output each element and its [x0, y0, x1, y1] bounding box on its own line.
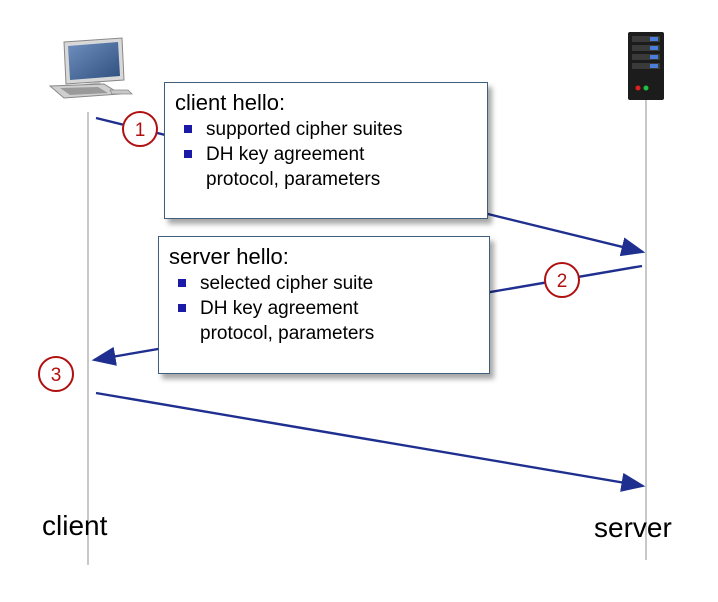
client-hello-title: client hello: — [175, 90, 286, 115]
bullet-icon — [178, 279, 186, 287]
server-hello-box: server hello: selected cipher suite DH k… — [158, 236, 490, 374]
server-hello-item: DH key agreement — [169, 296, 479, 321]
server-label: server — [594, 512, 672, 543]
step-3-badge: 3 — [38, 356, 74, 392]
client-label: client — [42, 510, 108, 541]
client-hello-item: DH key agreement — [175, 142, 477, 167]
server-hello-item-continued: protocol, parameters — [200, 323, 375, 344]
server-hello-title: server hello: — [169, 244, 289, 269]
step-1-badge: 1 — [122, 111, 158, 147]
server-tower-icon — [628, 32, 664, 100]
bullet-icon — [184, 125, 192, 133]
client-hello-list: supported cipher suites DH key agreement… — [175, 117, 477, 192]
client-hello-item-continued: protocol, parameters — [206, 169, 381, 190]
bullet-icon — [178, 304, 186, 312]
client-hello-item: supported cipher suites — [175, 117, 477, 142]
server-hello-item: selected cipher suite — [169, 271, 479, 296]
bullet-icon — [184, 150, 192, 158]
client-hello-box: client hello: supported cipher suites DH… — [164, 82, 488, 219]
final-arrow — [95, 391, 646, 492]
desktop-computer-icon — [48, 37, 133, 99]
step-2-badge: 2 — [544, 262, 580, 298]
server-hello-list: selected cipher suite DH key agreement p… — [169, 271, 479, 346]
